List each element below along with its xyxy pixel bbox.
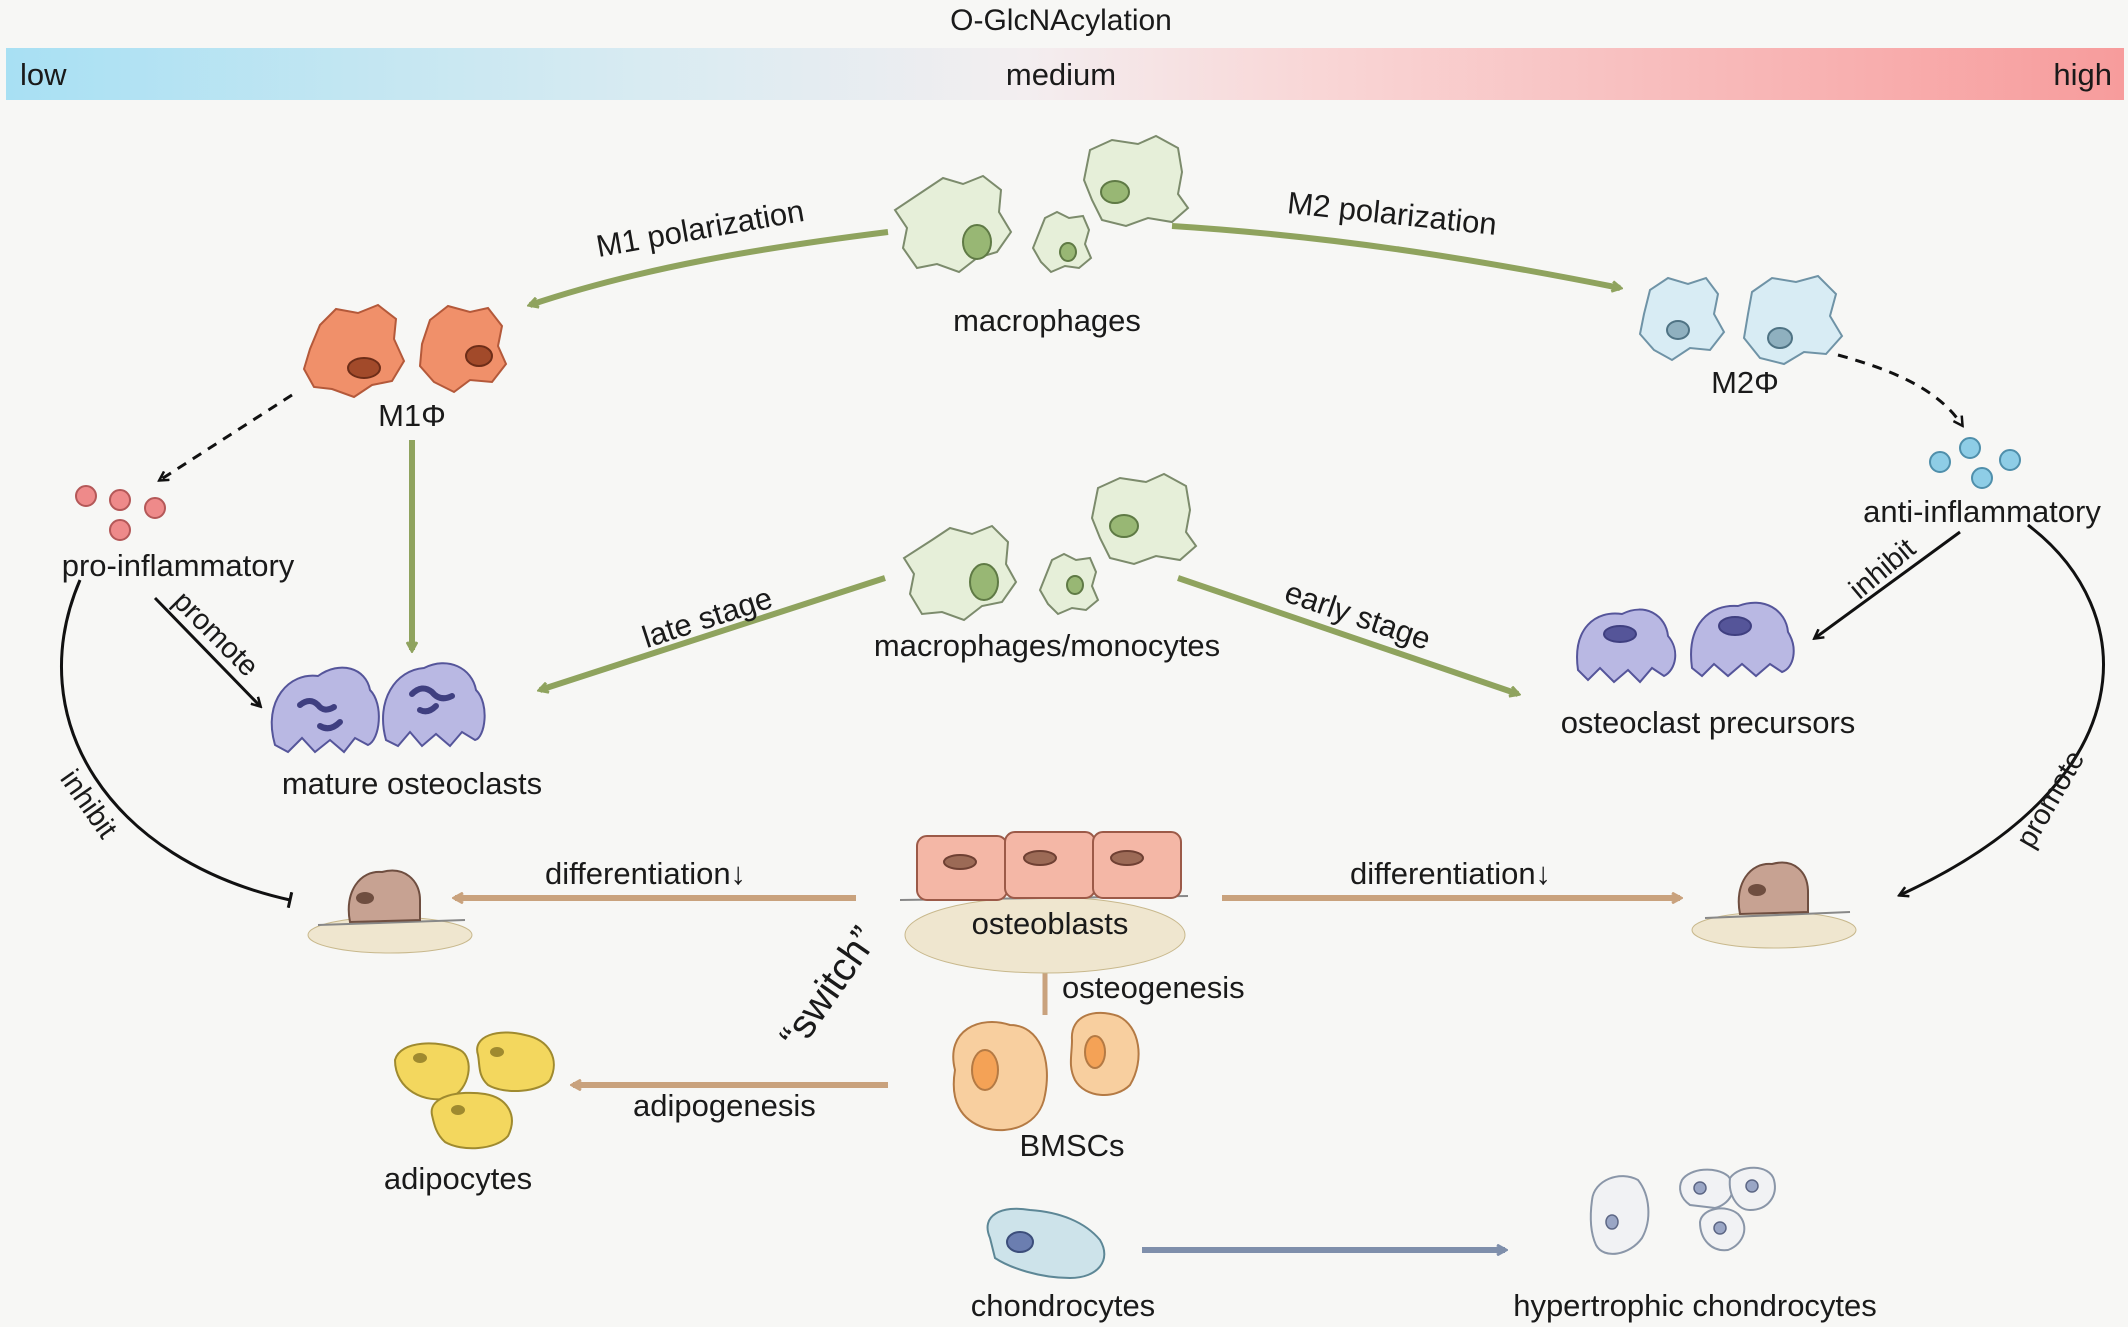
scale-medium-label: medium <box>1005 57 1117 92</box>
arrow-early-stage <box>1177 575 1518 694</box>
label-m2: M2Φ <box>1711 365 1779 400</box>
label-osteoblasts: osteoblasts <box>971 906 1129 941</box>
dashed-arrow-m2-to-anti-inflammatory <box>1837 353 1962 425</box>
arrow-promote-left <box>153 596 260 706</box>
inhibit-curve-left <box>60 579 294 909</box>
adipocyte-cells <box>393 1031 555 1150</box>
bmsc-cells <box>952 1011 1140 1132</box>
osteoblast-cells <box>899 831 1189 974</box>
label-pro-inflammatory: pro-inflammatory <box>61 548 295 583</box>
edge-label-differentiation-left: differentiation↓ <box>545 856 747 891</box>
label-macrophages-monocytes: macrophages/monocytes <box>873 628 1221 663</box>
anti-inflammatory-dots <box>1929 437 2021 489</box>
bone-with-cell-left <box>307 869 473 954</box>
m2-macrophage-cells <box>1638 274 1844 366</box>
scale-high-label: high <box>2053 57 2112 92</box>
promote-curve-right <box>1900 523 2105 895</box>
hypertrophic-chondrocyte-cells <box>1589 1166 1776 1255</box>
header-title: O-GlcNAcylation <box>950 4 1172 37</box>
label-osteoclast-precursors: osteoclast precursors <box>1560 705 1856 740</box>
dashed-arrow-m1-to-pro-inflammatory <box>160 393 293 480</box>
mature-osteoclast-cells <box>270 662 486 754</box>
arrow-inhibit-right <box>1815 530 1961 638</box>
edge-label-differentiation-right: differentiation↓ <box>1350 856 1552 891</box>
label-hypertrophic-chondrocytes: hypertrophic chondrocytes <box>1513 1288 1877 1323</box>
macrophage-monocyte-cells <box>902 472 1198 622</box>
arrow-m1-polarization <box>530 229 889 305</box>
arrow-late-stage <box>540 575 886 690</box>
macrophage-cells-top <box>893 134 1190 274</box>
edge-label-osteogenesis: osteogenesis <box>1062 970 1245 1005</box>
pro-inflammatory-dots <box>75 485 166 541</box>
arrow-m2-polarization <box>1171 223 1620 288</box>
chondrocyte-cell <box>986 1207 1106 1280</box>
label-macrophages: macrophages <box>953 303 1141 338</box>
label-bmscs: BMSCs <box>1019 1128 1125 1163</box>
m1-macrophage-cells <box>302 303 508 399</box>
bone-with-cell-right <box>1691 861 1857 949</box>
scale-low-label: low <box>20 57 67 92</box>
label-mature-osteoclasts: mature osteoclasts <box>281 766 543 801</box>
osteoclast-precursor-cells <box>1576 601 1795 684</box>
edge-label-adipogenesis: adipogenesis <box>633 1088 816 1123</box>
label-chondrocytes: chondrocytes <box>970 1288 1156 1323</box>
o-glcnacylation-gradient-bar: low medium high <box>6 48 2124 100</box>
label-adipocytes: adipocytes <box>383 1161 533 1196</box>
label-anti-inflammatory: anti-inflammatory <box>1863 494 2101 529</box>
label-m1: M1Φ <box>378 398 446 433</box>
